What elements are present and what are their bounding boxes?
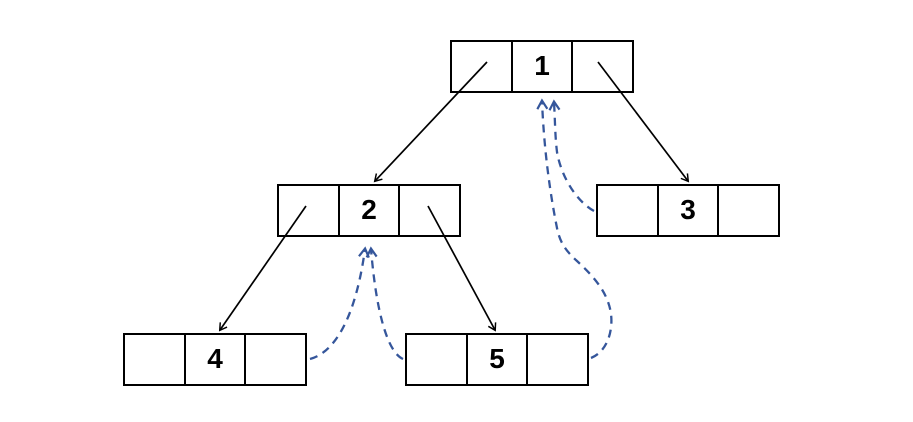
thread-node4-right-to-node2 — [309, 246, 370, 361]
node-value: 1 — [510, 42, 572, 91]
left-pointer-cell — [452, 42, 511, 91]
left-pointer-cell — [598, 186, 657, 235]
right-pointer-cell — [571, 42, 632, 91]
tree-node-3: 3 — [596, 184, 780, 237]
node-value: 3 — [656, 186, 718, 235]
tree-node-1: 1 — [450, 40, 634, 93]
thread-node3-left-to-node1 — [548, 99, 595, 213]
right-pointer-cell — [398, 186, 459, 235]
left-pointer-cell — [407, 335, 466, 384]
node-value: 5 — [465, 335, 527, 384]
tree-node-2: 2 — [277, 184, 461, 237]
right-pointer-cell — [244, 335, 305, 384]
node-value: 2 — [337, 186, 399, 235]
node-value: 4 — [183, 335, 245, 384]
thread-node5-left-to-node2 — [365, 246, 404, 361]
right-pointer-cell — [526, 335, 587, 384]
right-pointer-cell — [717, 186, 778, 235]
tree-node-4: 4 — [123, 333, 307, 386]
left-pointer-cell — [279, 186, 338, 235]
tree-node-5: 5 — [405, 333, 589, 386]
left-pointer-cell — [125, 335, 184, 384]
